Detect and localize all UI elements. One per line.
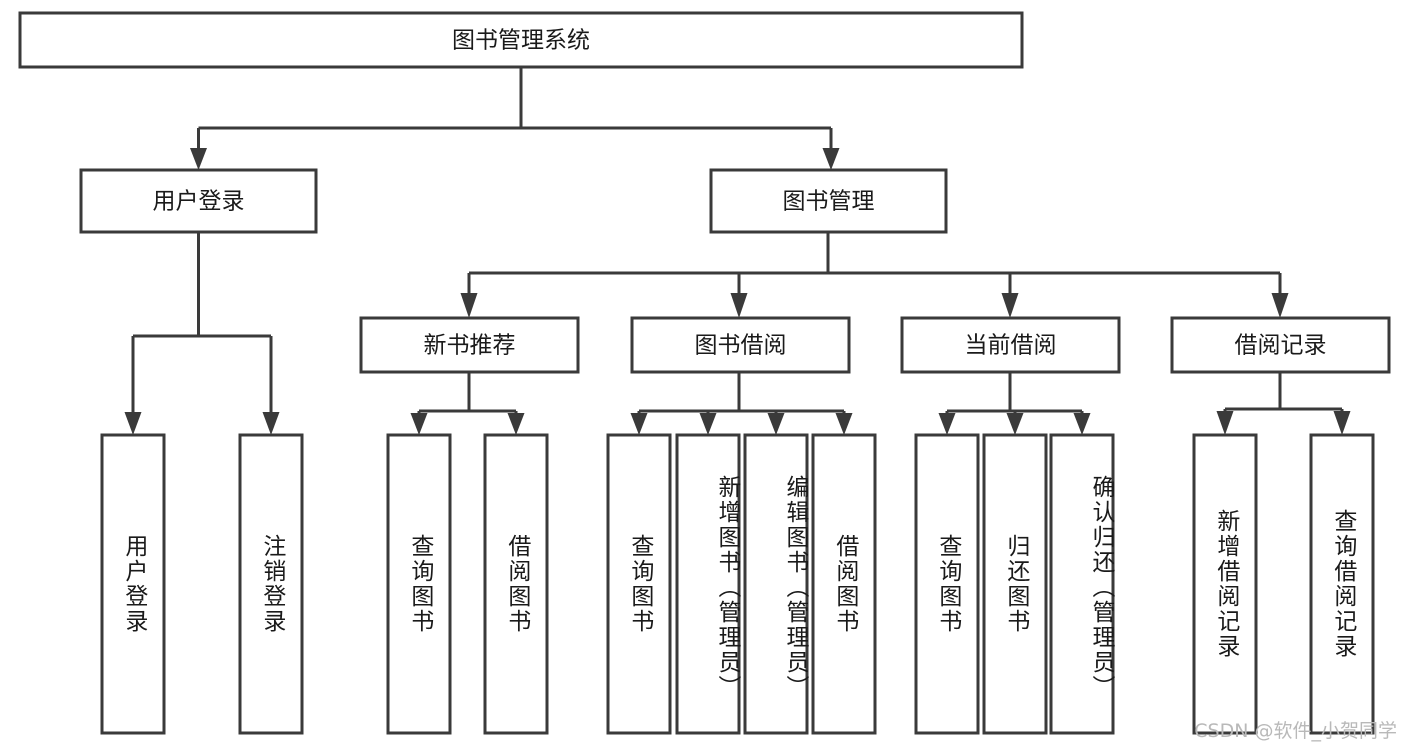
arrow-head-new-book-rec: [460, 293, 478, 318]
arrow-head-leaf-user-login: [124, 412, 142, 435]
connector-group-user-login: [124, 232, 280, 435]
arrow-head-leaf-borrow-lend: [835, 413, 853, 435]
node-label-user-login: 用户登录: [153, 189, 245, 215]
node-label-new-book-rec: 新书推荐: [424, 333, 516, 359]
node-label-leaf-rec-query2: 查询借阅记录: [1329, 509, 1356, 659]
arrow-head-leaf-rec-add: [1216, 411, 1234, 435]
node-box-leaf-user-logout[interactable]: [238, 433, 304, 735]
arrow-head-leaf-borrow-edit: [767, 413, 785, 435]
arrow-head-leaf-cur-return: [1006, 413, 1024, 435]
arrow-head-leaf-borrow-query: [630, 413, 648, 435]
node-box-borrow-record[interactable]: [1170, 316, 1391, 374]
node-label-leaf-borrow-edit: 编辑图书（管理员）: [782, 474, 808, 700]
node-box-leaf-rec-borrow[interactable]: [483, 433, 549, 735]
node-box-leaf-rec-add[interactable]: [1192, 433, 1258, 735]
node-box-leaf-rec-query[interactable]: [386, 433, 452, 735]
arrow-head-current-borrow: [1001, 293, 1019, 318]
node-label-leaf-cur-confirm: 确认归还（管理员）: [1088, 474, 1114, 700]
node-box-user-login[interactable]: [79, 168, 318, 234]
node-label-leaf-rec-query: 查询图书: [406, 534, 433, 634]
node-label-leaf-cur-return: 归还图书: [1002, 534, 1029, 634]
node-box-leaf-borrow-edit[interactable]: [743, 433, 809, 735]
arrow-head-leaf-cur-confirm: [1073, 413, 1091, 435]
node-box-book-manage[interactable]: [709, 168, 948, 234]
arrow-head-leaf-rec-borrow: [507, 413, 525, 435]
node-box-leaf-borrow-add[interactable]: [675, 433, 741, 735]
node-label-leaf-borrow-query: 查询图书: [626, 534, 653, 634]
node-label-book-manage: 图书管理: [783, 189, 875, 215]
arrow-head-leaf-rec-query: [410, 413, 428, 435]
arrow-head-leaf-cur-query: [938, 413, 956, 435]
node-box-leaf-borrow-lend[interactable]: [811, 433, 877, 735]
node-label-leaf-user-login: 用户登录: [120, 534, 147, 634]
connector-group-book-borrow: [630, 372, 853, 435]
arrow-head-leaf-user-logout: [262, 412, 280, 435]
node-label-leaf-borrow-lend: 借阅图书: [831, 534, 858, 634]
node-box-leaf-rec-query2[interactable]: [1309, 433, 1375, 735]
connector-group-root: [190, 67, 840, 170]
node-box-root[interactable]: [18, 11, 1024, 69]
node-box-current-borrow[interactable]: [900, 316, 1121, 374]
arrow-head-book-borrow: [730, 293, 748, 318]
node-label-leaf-cur-query: 查询图书: [934, 534, 961, 634]
node-label-book-borrow: 图书借阅: [695, 333, 787, 359]
node-box-leaf-cur-return[interactable]: [982, 433, 1048, 735]
connector-group-current-borrow: [938, 372, 1091, 435]
node-box-book-borrow[interactable]: [630, 316, 851, 374]
arrow-head-borrow-record: [1271, 293, 1289, 318]
node-label-borrow-record: 借阅记录: [1235, 333, 1327, 359]
watermark-text: CSDN @软件_小贺同学: [1194, 720, 1397, 742]
node-label-current-borrow: 当前借阅: [965, 333, 1057, 359]
node-label-leaf-rec-borrow: 借阅图书: [503, 534, 530, 634]
node-label-leaf-user-logout: 注销登录: [258, 534, 285, 634]
node-box-leaf-user-login[interactable]: [100, 433, 166, 735]
connector-group-book-manage: [460, 232, 1289, 318]
connector-group-new-book-rec: [410, 372, 525, 435]
node-box-leaf-cur-confirm[interactable]: [1049, 433, 1115, 735]
connector-group-borrow-record: [1216, 372, 1351, 435]
arrow-head-user-login: [190, 148, 207, 170]
node-label-root: 图书管理系统: [452, 28, 590, 54]
node-box-new-book-rec[interactable]: [359, 316, 580, 374]
arrow-head-leaf-rec-query2: [1333, 411, 1351, 435]
node-label-leaf-rec-add: 新增借阅记录: [1212, 509, 1239, 659]
node-label-leaf-borrow-add: 新增图书（管理员）: [714, 474, 740, 700]
arrow-head-leaf-borrow-add: [699, 413, 717, 435]
arrow-head-book-manage: [822, 148, 840, 170]
node-box-leaf-cur-query[interactable]: [914, 433, 980, 735]
node-box-leaf-borrow-query[interactable]: [606, 433, 672, 735]
